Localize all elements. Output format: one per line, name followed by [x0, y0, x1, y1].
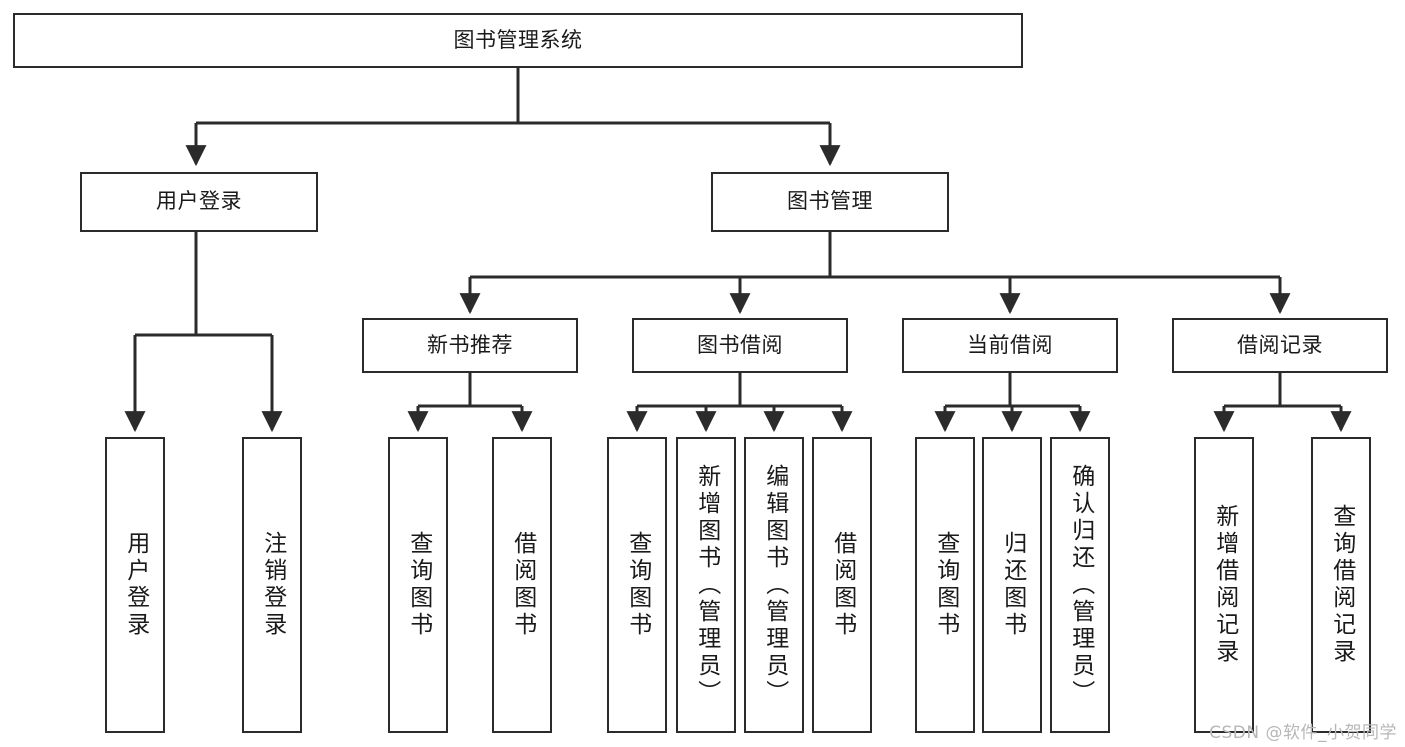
node-leaf-user-login-label: 用户登录	[122, 531, 149, 639]
node-leaf-edit-book-label: 编辑图书（管理员）	[761, 463, 788, 707]
node-leaf-borrow-book-2-label: 借阅图书	[829, 531, 856, 639]
node-leaf-logout-login[interactable]: 注销登录	[242, 437, 302, 733]
watermark: CSDN @软件_小贺同学	[1209, 723, 1397, 743]
node-leaf-add-record[interactable]: 新增借阅记录	[1194, 437, 1254, 733]
node-leaf-query-record[interactable]: 查询借阅记录	[1311, 437, 1371, 733]
node-new-book-recommend-label: 新书推荐	[427, 332, 513, 357]
node-current-borrow[interactable]: 当前借阅	[902, 318, 1118, 373]
node-leaf-user-login[interactable]: 用户登录	[105, 437, 165, 733]
node-current-borrow-label: 当前借阅	[967, 332, 1053, 357]
node-book-borrow[interactable]: 图书借阅	[632, 318, 848, 373]
node-leaf-confirm-return-label: 确认归还（管理员）	[1067, 463, 1094, 707]
node-borrow-record[interactable]: 借阅记录	[1172, 318, 1388, 373]
node-leaf-query-book-3[interactable]: 查询图书	[915, 437, 975, 733]
node-book-manage-label: 图书管理	[787, 189, 873, 214]
node-leaf-logout-login-label: 注销登录	[259, 531, 286, 639]
node-leaf-query-record-label: 查询借阅记录	[1328, 504, 1355, 666]
node-new-book-recommend[interactable]: 新书推荐	[362, 318, 578, 373]
node-leaf-query-book-2[interactable]: 查询图书	[607, 437, 667, 733]
node-leaf-edit-book[interactable]: 编辑图书（管理员）	[744, 437, 804, 733]
node-borrow-record-label: 借阅记录	[1237, 332, 1323, 357]
node-leaf-query-book-1[interactable]: 查询图书	[388, 437, 448, 733]
node-leaf-return-book-label: 归还图书	[999, 531, 1026, 639]
node-leaf-borrow-book-2[interactable]: 借阅图书	[812, 437, 872, 733]
node-book-borrow-label: 图书借阅	[697, 332, 783, 357]
node-root[interactable]: 图书管理系统	[13, 13, 1023, 68]
node-leaf-borrow-book-1[interactable]: 借阅图书	[492, 437, 552, 733]
node-leaf-add-book-label: 新增图书（管理员）	[693, 463, 720, 707]
node-leaf-add-book[interactable]: 新增图书（管理员）	[676, 437, 736, 733]
node-book-manage[interactable]: 图书管理	[711, 172, 949, 232]
node-leaf-query-book-1-label: 查询图书	[405, 531, 432, 639]
node-leaf-confirm-return[interactable]: 确认归还（管理员）	[1050, 437, 1110, 733]
node-leaf-borrow-book-1-label: 借阅图书	[509, 531, 536, 639]
node-user-login[interactable]: 用户登录	[80, 172, 318, 232]
node-root-label: 图书管理系统	[453, 27, 583, 52]
node-leaf-query-book-2-label: 查询图书	[624, 531, 651, 639]
node-leaf-query-book-3-label: 查询图书	[932, 531, 959, 639]
node-user-login-label: 用户登录	[156, 189, 242, 214]
node-leaf-return-book[interactable]: 归还图书	[982, 437, 1042, 733]
node-leaf-add-record-label: 新增借阅记录	[1211, 504, 1238, 666]
